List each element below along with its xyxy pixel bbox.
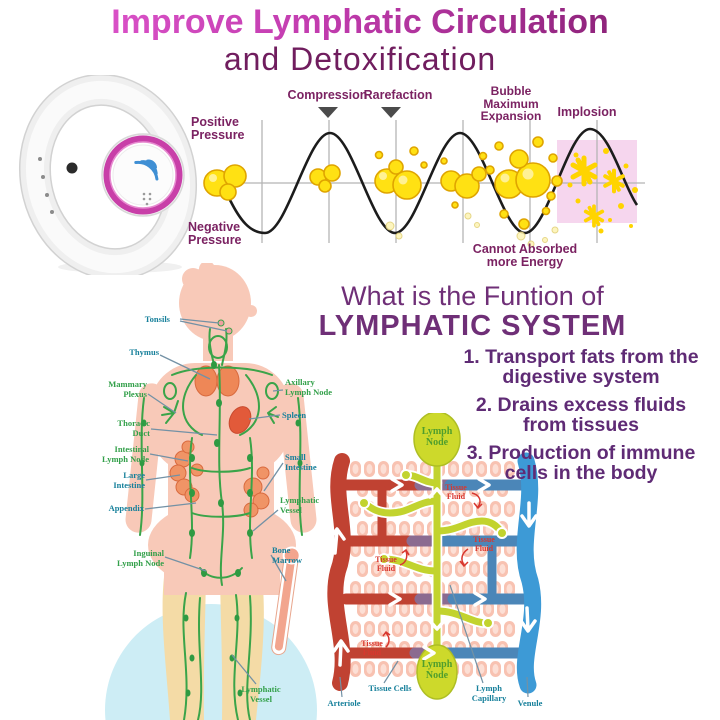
- tissue-fluid-label-3: Tissue Fluid: [375, 555, 397, 574]
- strap-button: [66, 162, 78, 174]
- femur-bone: [271, 546, 301, 656]
- tonsils-label: Tonsils: [144, 314, 170, 324]
- bubble-highlights: [209, 168, 534, 185]
- function-heading-line2: LYMPHATIC SYSTEM: [318, 310, 627, 342]
- cannot-absorbed-label: Cannot Absorbed more Energy: [472, 242, 578, 270]
- cavitation-wave-diagram: Positive Pressure Compression Rarefactio…: [185, 85, 720, 275]
- sound-wave: [228, 127, 639, 235]
- lymph-capillary-label: Lymph Capillary: [471, 683, 507, 703]
- venule-label: Venule: [517, 698, 543, 708]
- capillary-pointer-lines: [339, 584, 529, 698]
- lymphatic-body-diagram: Tonsils Thymus Mammary Plexus Thoracic D…: [0, 263, 345, 720]
- implosion-label: Implosion: [557, 105, 617, 119]
- page-title-line2: and Detoxification: [223, 41, 497, 77]
- tissue-fluid-arrows: [382, 492, 483, 648]
- tissue-fluid-label-1: Tissue Fluid: [445, 483, 467, 502]
- rarefaction-marker: [381, 107, 401, 118]
- lymph-capillary-bulbs: [358, 469, 508, 629]
- lymph-node-bottom-label: Lymph Node: [421, 659, 453, 681]
- tissue-fluid-label-4: Tissue Fluid: [361, 639, 383, 658]
- function-item-1: 1. Transport fats from the digestive sys…: [463, 346, 699, 388]
- backdrop-circle: [105, 604, 317, 720]
- device-face: [101, 133, 185, 217]
- lymphatic-vessel-leg-label: Lymphatic Vessel: [241, 684, 281, 704]
- thymus-label: Thymus: [129, 347, 159, 357]
- arteriole-label: Arteriole: [327, 698, 361, 708]
- lymph-capillary-diagram: Lymph Node Lymph Node Tissue Fluid Tissu…: [320, 413, 720, 720]
- bubble-maximum-expansion-label: Bubble Maximum Expansion: [480, 84, 542, 124]
- appendix-label: Appendix: [108, 503, 144, 513]
- compression-marker: [318, 107, 338, 118]
- pointer-lines: [144, 318, 287, 685]
- lymph-vessels: [139, 328, 303, 720]
- speaker-dots-icon: [142, 192, 152, 206]
- mammary-plexus-label: Mammary Plexus: [108, 379, 147, 399]
- tissue-cells-label: Tissue Cells: [368, 683, 412, 693]
- spleen-label: Spleen: [282, 410, 307, 420]
- function-heading-line1: What is the Funtion of: [341, 281, 604, 311]
- tissue-fluid-label-2: Tissue Fluid: [473, 535, 495, 554]
- flow-arrows: [328, 477, 538, 667]
- ultrasound-waves-icon: [134, 159, 159, 181]
- cavitation-bubbles: [203, 136, 563, 230]
- inguinal-lymph-node-label: Inguinal Lymph Node: [117, 548, 164, 568]
- large-intestine-label: Large Intestine: [113, 470, 145, 490]
- negative-pressure-label: Negative Pressure: [188, 220, 242, 248]
- implosion-bursts: [570, 155, 625, 228]
- function-item-2: 2. Drains excess fluids from tissues: [475, 394, 687, 436]
- positive-pressure-label: Positive Pressure: [191, 115, 245, 143]
- axillary-lymph-node-label: Axillary Lymph Node: [285, 377, 332, 397]
- rarefaction-label: Rarefaction: [363, 88, 433, 102]
- lymph-node-top-label: Lymph Node: [421, 426, 453, 448]
- page-title-line1: Improve Lymphatic Circulation: [0, 3, 720, 42]
- venule-vessel: [516, 452, 542, 694]
- function-list: 1. Transport fats from the digestive sys…: [445, 346, 717, 484]
- function-item-3: 3. Production of immune cells in the bod…: [466, 442, 696, 484]
- small-intestine-label: Small Intestine: [285, 452, 317, 472]
- compression-label: Compression: [287, 88, 368, 102]
- intestinal-lymph-node-label: Intestinal Lymph Node: [102, 444, 149, 464]
- implosion-droplets: [567, 148, 638, 234]
- lymph-node-top: [413, 413, 461, 467]
- bone-marrow-label: Bone Marrow: [272, 545, 303, 565]
- lymphatic-vessel-label: Lymphatic Vessel: [280, 495, 320, 515]
- small-bubbles: [385, 212, 559, 248]
- wristband-device-image: [10, 75, 225, 275]
- thoracic-duct-label: Thoracic Duct: [117, 418, 150, 438]
